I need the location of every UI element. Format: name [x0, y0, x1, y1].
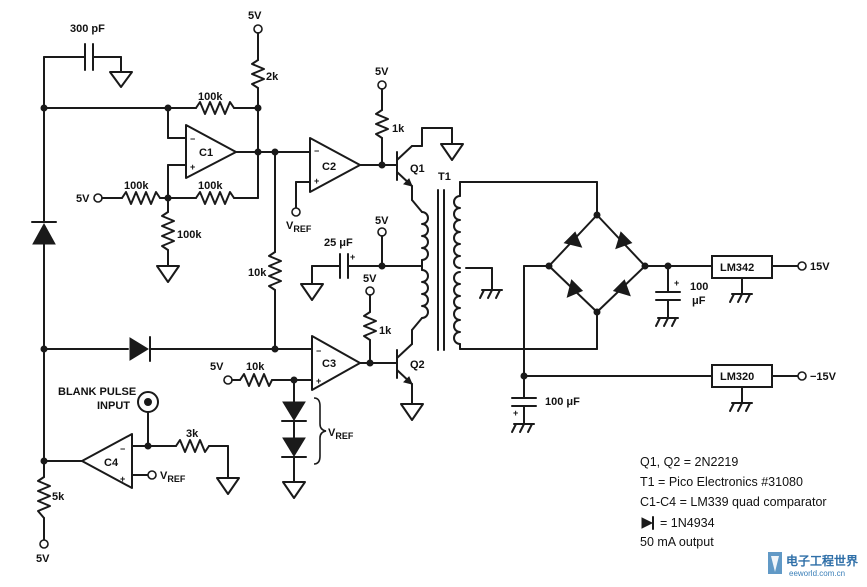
supply-5v-c3: 5V — [210, 361, 224, 373]
watermark-logo: 电子工程世界 eeworld.com.cn — [768, 552, 858, 578]
resistor-5k: 5k 5V — [36, 476, 65, 565]
c1-label: C1 — [199, 147, 213, 159]
c4-label: C4 — [104, 457, 119, 469]
q2-label: Q2 — [410, 359, 425, 371]
r1k-b-label: 1k — [379, 325, 392, 337]
svg-text:−: − — [316, 346, 321, 356]
output-minus15: −15V — [810, 371, 837, 383]
supply-5v-bottom: 5V — [36, 553, 50, 565]
supply-5v-q2: 5V — [363, 273, 377, 285]
svg-text:−: − — [190, 134, 195, 144]
output-plus15: 15V — [810, 261, 830, 273]
c3-label: C3 — [322, 358, 336, 370]
svg-text:+: + — [513, 408, 518, 418]
watermark-cn: 电子工程世界 — [786, 553, 858, 568]
note-q1q2: Q1, Q2 = 2N2219 — [640, 455, 738, 469]
r100k-fb-label: 100k — [198, 180, 223, 192]
regulator-lm342: LM342 15V — [711, 255, 830, 303]
cap-100uf-a-unit: μF — [692, 295, 706, 307]
regulator-lm320: LM320 −15V — [523, 364, 837, 412]
svg-text:−: − — [120, 444, 125, 454]
blank-pulse-line1: BLANK PULSE — [58, 386, 136, 398]
r100k-in-label: 100k — [124, 180, 149, 192]
t1-label: T1 — [438, 171, 451, 183]
supply-5v-q1: 5V — [375, 66, 389, 78]
svg-text:+: + — [316, 376, 321, 386]
svg-text:+: + — [120, 474, 125, 484]
vref-stack: VREF — [328, 427, 354, 441]
cap-300pf: 300 pF — [43, 23, 133, 88]
cap-300pf-label: 300 pF — [70, 23, 105, 35]
svg-text:+: + — [674, 278, 679, 288]
c4-network: BLANK PULSE INPUT 3k − + C4 VREF — [43, 386, 240, 495]
cap-100uf-a-value: 100 — [690, 281, 708, 293]
c2-network: − + C2 VREF 5V 1k — [286, 66, 405, 234]
transistor-q2: Q2 — [396, 329, 425, 421]
c1-network: 100k − + C1 5V 2k 5V 100k 100k — [43, 10, 311, 283]
note-diode: = 1N4934 — [660, 516, 715, 530]
svg-text:+: + — [314, 176, 319, 186]
left-rail — [40, 56, 48, 541]
cap-100uf-negative: + 100 μF — [511, 396, 580, 433]
cap-25uf-label: 25 μF — [324, 237, 353, 249]
r3k-label: 3k — [186, 428, 199, 440]
c2-label: C2 — [322, 161, 336, 173]
rail-diode — [31, 221, 57, 245]
cap-100uf-b-label: 100 μF — [545, 396, 580, 408]
note-t1: T1 = Pico Electronics #31080 — [640, 475, 803, 489]
lm320-label: LM320 — [720, 371, 754, 383]
svg-text:+: + — [190, 162, 195, 172]
q1-label: Q1 — [410, 163, 425, 175]
supply-5v-ct: 5V — [375, 215, 389, 227]
svg-text:−: − — [314, 146, 319, 156]
notes-block: Q1, Q2 = 2N2219 T1 = Pico Electronics #3… — [640, 455, 827, 549]
r100k-top-label: 100k — [198, 91, 223, 103]
cap-100uf-positive: + 100 μF — [655, 265, 708, 327]
transformer-t1: T1 — [411, 171, 598, 351]
resistor-10k-vertical: 10k — [248, 151, 282, 350]
note-comparators: C1-C4 = LM339 quad comparator — [640, 495, 827, 509]
r100k-gnd-label: 100k — [177, 229, 202, 241]
r2k-label: 2k — [266, 71, 279, 83]
lm342-label: LM342 — [720, 262, 754, 274]
supply-5v-input: 5V — [76, 193, 90, 205]
r10k-h-label: 10k — [246, 361, 265, 373]
note-output: 50 mA output — [640, 535, 714, 549]
blank-pulse-line2: INPUT — [97, 400, 130, 412]
transistor-q1: Q1 — [396, 127, 464, 201]
r10k-v-label: 10k — [248, 267, 267, 279]
r5k-label: 5k — [52, 491, 65, 503]
vref-c2: VREF — [286, 220, 312, 234]
bridge-rectifier — [520, 181, 713, 399]
vref-c4: VREF — [160, 470, 186, 484]
supply-5v-2k: 5V — [248, 10, 262, 22]
r1k-a-label: 1k — [392, 123, 405, 135]
cap-25uf: + 25 μF 5V — [300, 215, 423, 301]
watermark-url: eeworld.com.cn — [789, 569, 845, 578]
c3-network: − + C3 5V 10k VREF 5V 1k — [43, 273, 397, 499]
note-diode-icon — [641, 517, 654, 529]
svg-text:+: + — [350, 252, 355, 262]
